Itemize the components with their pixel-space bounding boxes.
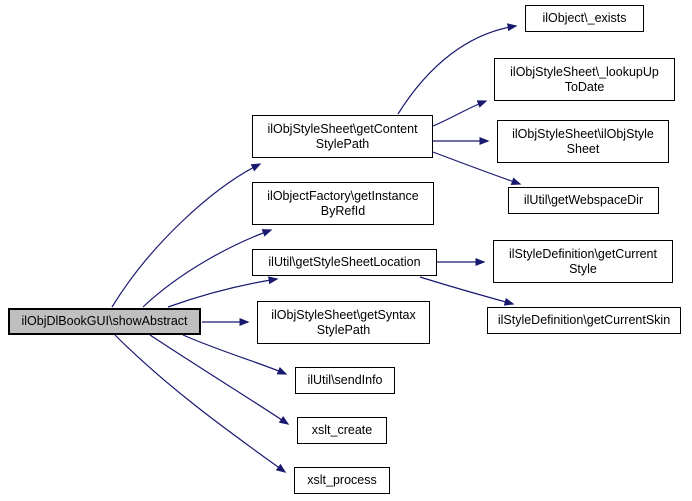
node-lookupuptodate[interactable]: ilObjStyleSheet\_lookupUp ToDate [494, 58, 675, 101]
node-xsltcreate[interactable]: xslt_create [297, 417, 387, 444]
edge-getstylesheetlocation-getcurrentskin [419, 276, 515, 306]
node-getwebspacedir[interactable]: ilUtil\getWebspaceDir [508, 187, 659, 214]
node-ilobjstylesheet-constructor[interactable]: ilObjStyleSheet\ilObjStyle Sheet [497, 120, 669, 163]
node-exists[interactable]: ilObject\_exists [525, 5, 644, 32]
node-getcurrentskin[interactable]: ilStyleDefinition\getCurrentSkin [487, 307, 681, 334]
edge-getcontentstylepath-exists [397, 23, 518, 115]
node-getcurrentstyle[interactable]: ilStyleDefinition\getCurrent Style [493, 240, 673, 283]
edge-showabstract-getcontentstylepath [111, 163, 262, 308]
node-xsltprocess[interactable]: xslt_process [294, 467, 390, 494]
node-sendinfo[interactable]: ilUtil\sendInfo [295, 367, 395, 394]
edge-showabstract-xsltprocess [114, 334, 287, 473]
edge-showabstract-xsltcreate [149, 334, 290, 425]
edge-showabstract-getstylesheetlocation [167, 276, 279, 308]
edge-getcontentstylepath-lookupuptodate [432, 100, 488, 127]
node-getstylesheetlocation[interactable]: ilUtil\getStyleSheetLocation [252, 249, 437, 276]
node-getsyntaxstylepath[interactable]: ilObjStyleSheet\getSyntax StylePath [257, 301, 430, 344]
node-getcontentstylepath[interactable]: ilObjStyleSheet\getContent StylePath [252, 115, 433, 158]
edge-showabstract-sendinfo [182, 334, 288, 375]
edge-getcontentstylepath-getwebspacedir [432, 151, 522, 185]
node-getinstancebyrefid[interactable]: ilObjectFactory\getInstance ByRefId [252, 182, 434, 225]
node-showabstract: ilObjDlBookGUI\showAbstract [8, 308, 201, 335]
edge-showabstract-getinstancebyrefid [142, 229, 273, 308]
